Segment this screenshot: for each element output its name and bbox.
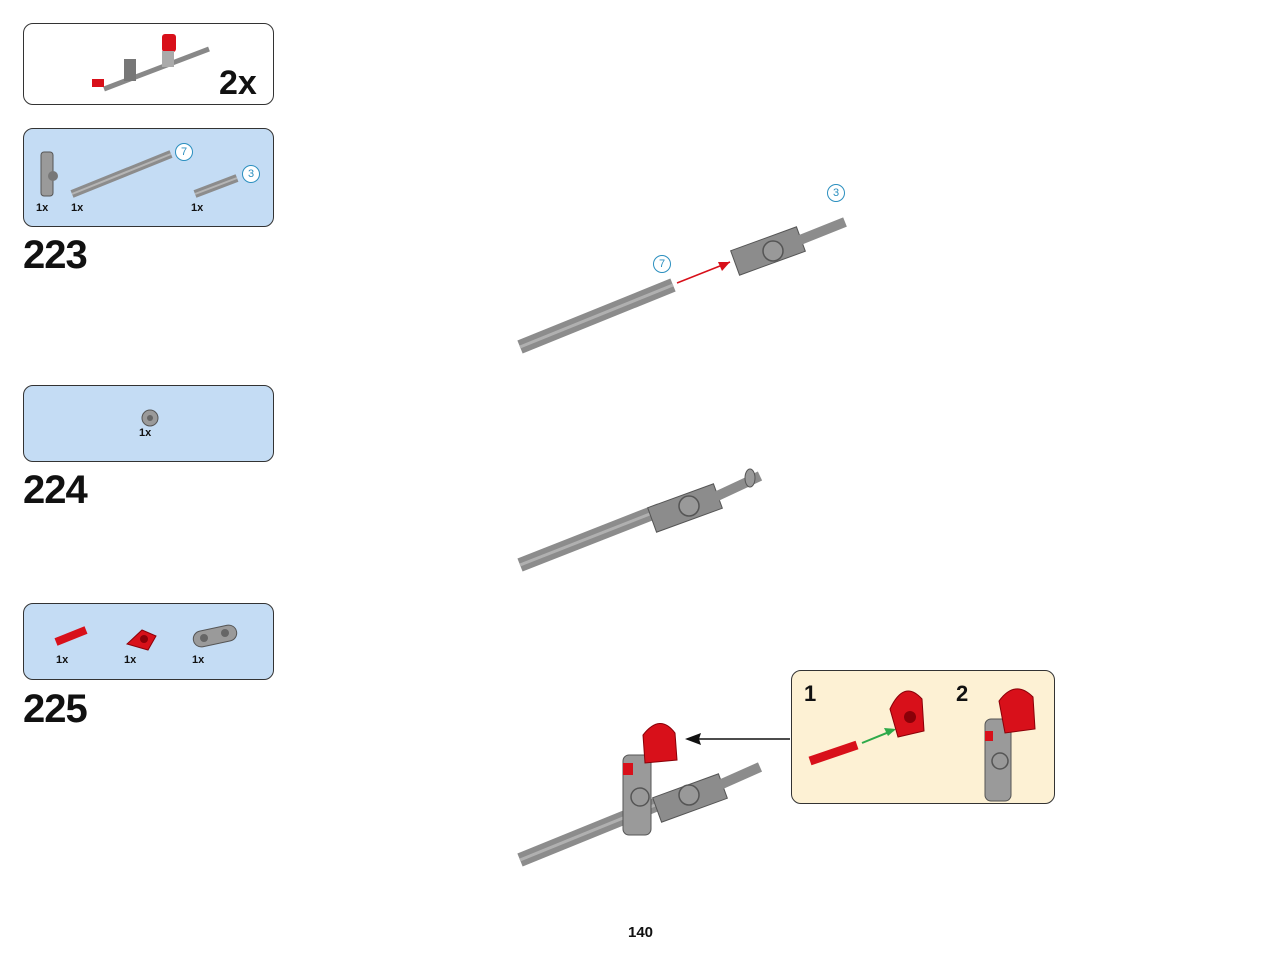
page-number: 140 xyxy=(628,924,654,941)
substep-number-1: 1 xyxy=(804,681,817,706)
gray-double-connector-part xyxy=(192,624,238,648)
assembly-callout-7: 7 xyxy=(653,255,671,273)
submodel-multiplier: 2x xyxy=(219,64,257,102)
qty-label: 1x xyxy=(139,427,152,439)
axle-7-part xyxy=(70,150,173,198)
qty-label: 1x xyxy=(56,654,69,666)
parts-list-224: 1x xyxy=(23,385,274,462)
submodel-preview-image xyxy=(92,34,210,92)
submodel-preview-box: 2x xyxy=(23,23,274,105)
parts-list-225: 1x 1x 1x xyxy=(23,603,274,680)
qty-label: 1x xyxy=(192,654,205,666)
assembly-callout-3: 3 xyxy=(827,184,845,202)
axle-3-part xyxy=(193,174,239,198)
length-callout-3: 3 xyxy=(242,165,260,183)
qty-label: 1x xyxy=(191,202,204,214)
parts-list-223: 7 3 1x 1x 1x xyxy=(23,128,274,227)
step-224-assembly xyxy=(517,468,763,572)
step-223-assembly xyxy=(517,217,847,354)
red-pin-part xyxy=(54,626,88,646)
step-number-225: 225 xyxy=(23,687,88,731)
subassembly-callout-box: 1 2 xyxy=(791,670,1055,804)
qty-label: 1x xyxy=(124,654,137,666)
step-number-224: 224 xyxy=(23,468,88,512)
step-225-assembly xyxy=(517,723,763,867)
red-connector-part xyxy=(126,629,157,651)
bush-part xyxy=(141,409,159,427)
substep-number-2: 2 xyxy=(956,681,969,706)
callout-arrow xyxy=(685,733,790,745)
step-number-223: 223 xyxy=(23,233,88,277)
substep-1-image xyxy=(808,690,925,766)
qty-label: 1x xyxy=(36,202,49,214)
length-callout-7: 7 xyxy=(175,143,193,161)
axle-connector-part xyxy=(40,151,58,197)
substep-2-image xyxy=(984,688,1036,802)
qty-label: 1x xyxy=(71,202,84,214)
